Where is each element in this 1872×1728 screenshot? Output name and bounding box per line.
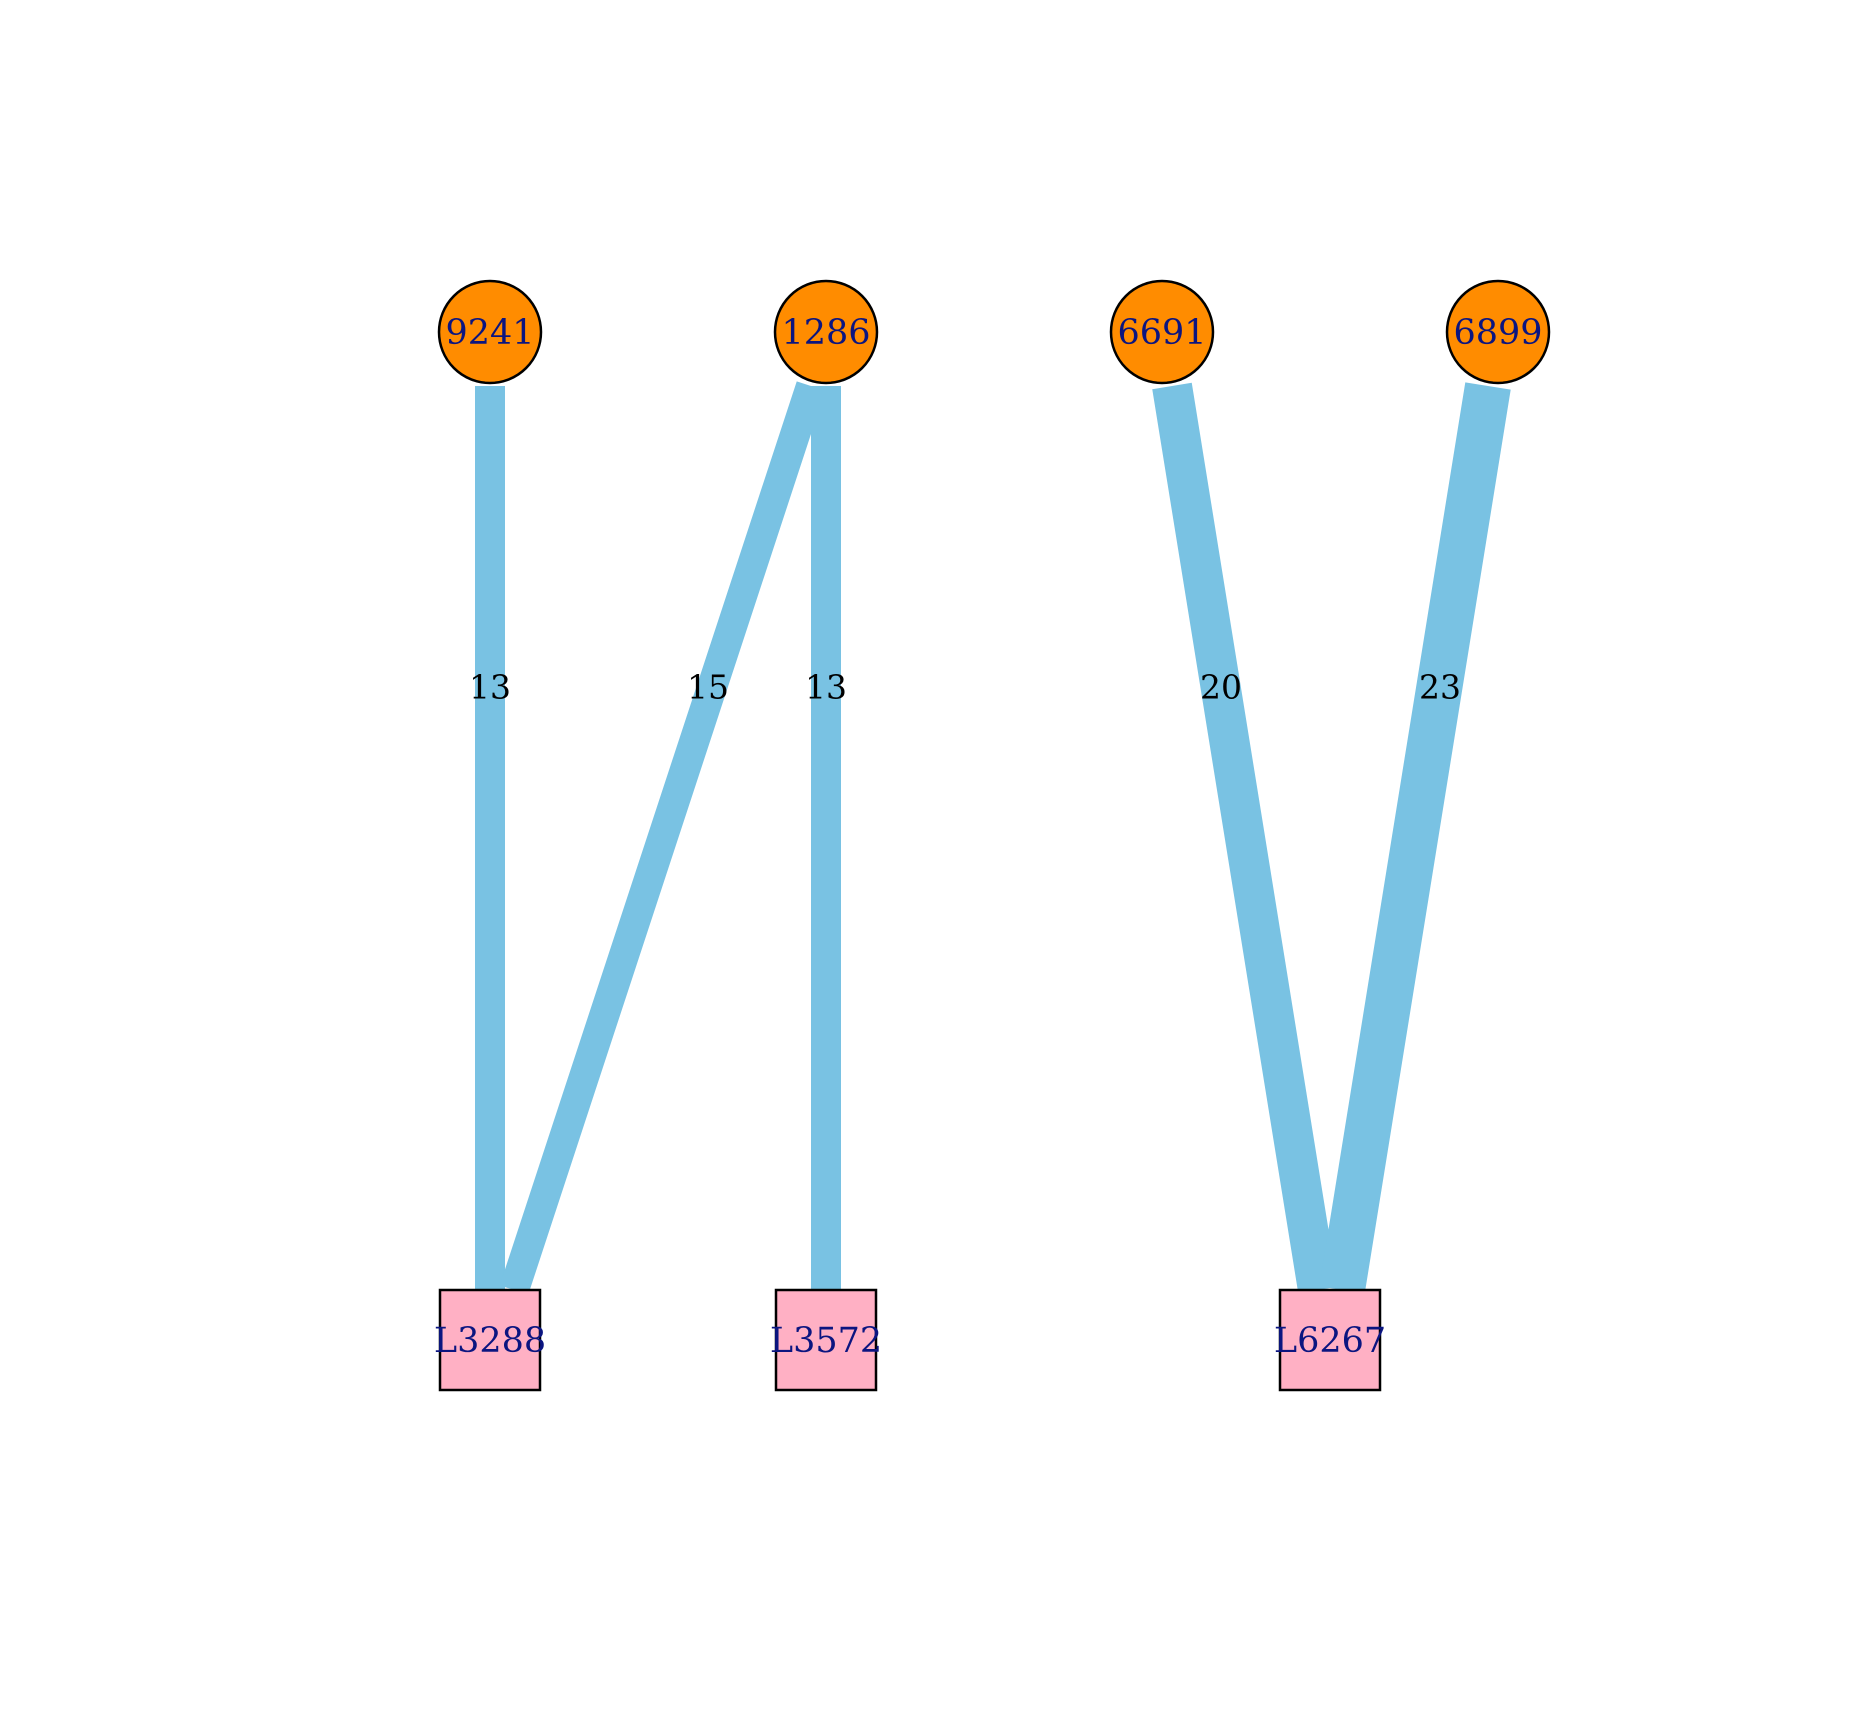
node-label: 6691 [1117,313,1206,353]
node-6691: 6691 [1109,279,1215,385]
node-label: L3288 [434,1321,546,1361]
target-node-square [1278,1288,1382,1392]
edge-n6691-L6267 [1152,382,1338,1294]
source-node-circle [1445,279,1551,385]
edge-weight-label: 13 [805,668,847,707]
edge-weight-label: 15 [687,668,729,707]
node-label: 9241 [445,313,534,353]
node-6899: 6899 [1445,279,1551,385]
source-node-circle [437,279,543,385]
edge-n6899-L6267 [1319,382,1511,1294]
node-label: L6267 [1274,1321,1386,1361]
node-1286: 1286 [773,279,879,385]
node-label: L3572 [770,1321,882,1361]
edge-layer [475,381,1511,1295]
node-label: 1286 [781,313,870,353]
node-L6267: L6267 [1274,1288,1386,1392]
edge-weight-label: 13 [469,668,511,707]
node-L3572: L3572 [770,1288,882,1392]
source-node-circle [773,279,879,385]
node-label: 6899 [1453,313,1542,353]
target-node-square [774,1288,878,1392]
edge-n1286-L3288 [499,381,826,1295]
target-node-square [438,1288,542,1392]
edge-weight-label: 20 [1200,668,1242,707]
source-node-circle [1109,279,1215,385]
node-9241: 9241 [437,279,543,385]
node-L3288: L3288 [434,1288,546,1392]
edge-label-layer: 13 15 13 20 23 [469,668,1461,707]
edge-weight-label: 23 [1419,668,1461,707]
